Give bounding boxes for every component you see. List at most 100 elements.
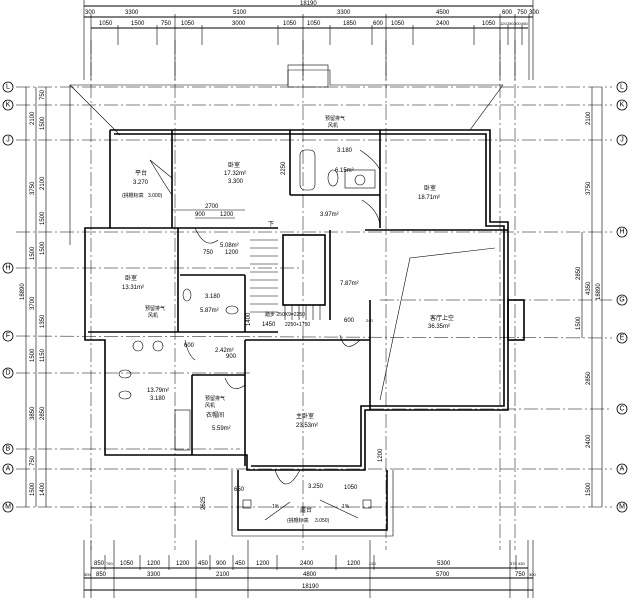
level-mark: 3.300	[228, 179, 244, 185]
dim: 1500	[131, 21, 145, 27]
room-name: 主卧室	[296, 412, 314, 420]
dim: 450	[198, 561, 209, 567]
dim: 1450	[262, 322, 276, 328]
dim: 3750	[30, 181, 36, 195]
axis-label: H	[619, 229, 624, 236]
note: (挑檐标高	[287, 517, 309, 524]
axis-label: M	[5, 504, 11, 511]
level-mark: 3.270	[133, 180, 149, 186]
dim: 850	[94, 561, 105, 567]
dim: 1050	[283, 21, 297, 27]
dim: 5700	[436, 572, 450, 578]
axis-bubbles-left: L K J H F D B A M	[2, 81, 14, 513]
left-dimensions	[25, 87, 47, 507]
bottom-dimensions: 850 750 1050 1200 1200 450 900 450 1200 …	[83, 540, 536, 598]
toilet-icon	[327, 169, 339, 187]
dim: 3300	[337, 10, 351, 16]
dim: 2700	[205, 204, 219, 210]
room-area: 23.53m²	[296, 423, 318, 429]
fixtures	[118, 149, 376, 451]
note: 预留排气	[325, 115, 345, 122]
dim: 1050	[344, 485, 358, 491]
dim: 300	[514, 21, 521, 26]
stair-note: 踏步 250X9=2250	[265, 311, 305, 318]
toilet-icon	[118, 369, 132, 379]
dim: 1050	[307, 21, 321, 27]
room-name: 卧室	[424, 184, 436, 192]
dim: 2400	[300, 561, 314, 567]
axis-label: J	[620, 137, 624, 144]
dim: 1400	[246, 312, 252, 326]
sink-icon	[344, 169, 376, 189]
room-labels: 平台 3.270 (挑檐标高 3.000) 卧室 17.32m² 3.300 3…	[122, 115, 454, 524]
dim: 750	[515, 572, 526, 578]
dim: 3750	[586, 181, 592, 195]
dim: 1400	[40, 482, 46, 496]
axis-label: K	[6, 102, 11, 109]
dim: 900	[226, 354, 237, 360]
axis-label: G	[619, 297, 624, 304]
dim: 3000	[232, 21, 246, 27]
stair-note: 2250+1750	[285, 322, 310, 328]
dim: 280	[507, 21, 514, 26]
dim: 1850	[343, 21, 357, 27]
dim: 850	[96, 572, 107, 578]
axis-label: E	[620, 335, 625, 342]
dim: 900	[195, 212, 206, 218]
room-name: 平台	[135, 169, 147, 177]
dim: 2250	[281, 161, 287, 175]
axis-label: M	[619, 504, 625, 511]
dim: 370	[510, 561, 517, 566]
dim: 750	[517, 10, 528, 16]
axis-label: K	[620, 102, 625, 109]
dim-total-left: 18890	[20, 283, 26, 300]
dim: 600	[502, 10, 513, 16]
toilet-icon	[225, 305, 239, 315]
dim: 450	[235, 561, 246, 567]
dim: 2100	[216, 572, 230, 578]
dim: 750	[161, 21, 172, 27]
dim: 120	[369, 561, 376, 566]
dim: 2100	[30, 111, 36, 125]
dim: 2400	[436, 21, 450, 27]
dim: 1200	[220, 212, 234, 218]
room-area: 6.15m²	[335, 168, 354, 174]
dim: 2400	[586, 434, 592, 448]
dim: 1500	[30, 348, 36, 362]
level-mark: 3.180	[337, 148, 353, 154]
room-area: 5.08m²	[220, 243, 239, 249]
dim: 1200	[225, 250, 239, 256]
axis-grid	[15, 40, 613, 550]
axis-label: B	[6, 446, 11, 453]
axis-label: F	[6, 333, 10, 340]
void-outline	[379, 247, 496, 401]
dim: 2100	[586, 111, 592, 125]
bathtub-icon	[174, 409, 191, 451]
sink-icon	[152, 340, 164, 352]
dim: 300	[85, 10, 96, 16]
note: 风机	[148, 312, 158, 319]
dim: 120	[500, 21, 507, 26]
room-area: 7.87m²	[340, 281, 359, 287]
room-name: 客厅上空	[430, 314, 454, 322]
dim: 300	[529, 10, 540, 16]
note: 3.000)	[148, 193, 163, 199]
doors	[149, 149, 381, 485]
terrace	[231, 470, 394, 537]
room-area: 36.35m²	[428, 324, 450, 330]
dim: 430	[518, 561, 525, 566]
note: (挑檐标高	[122, 192, 144, 199]
axis-label: H	[5, 265, 10, 272]
note: 预留排气	[205, 395, 225, 402]
dim: 5300	[437, 561, 451, 567]
dim: 4800	[303, 572, 317, 578]
dim: 450	[521, 21, 528, 26]
dim: 750	[203, 250, 214, 256]
level-mark: 3.180	[150, 396, 166, 402]
dim: 2850	[586, 371, 592, 385]
level-mark: 3.250	[308, 484, 324, 490]
right-dimensions	[581, 87, 603, 507]
dim: 1500	[576, 316, 582, 330]
room-area: 13.79m²	[147, 388, 169, 394]
